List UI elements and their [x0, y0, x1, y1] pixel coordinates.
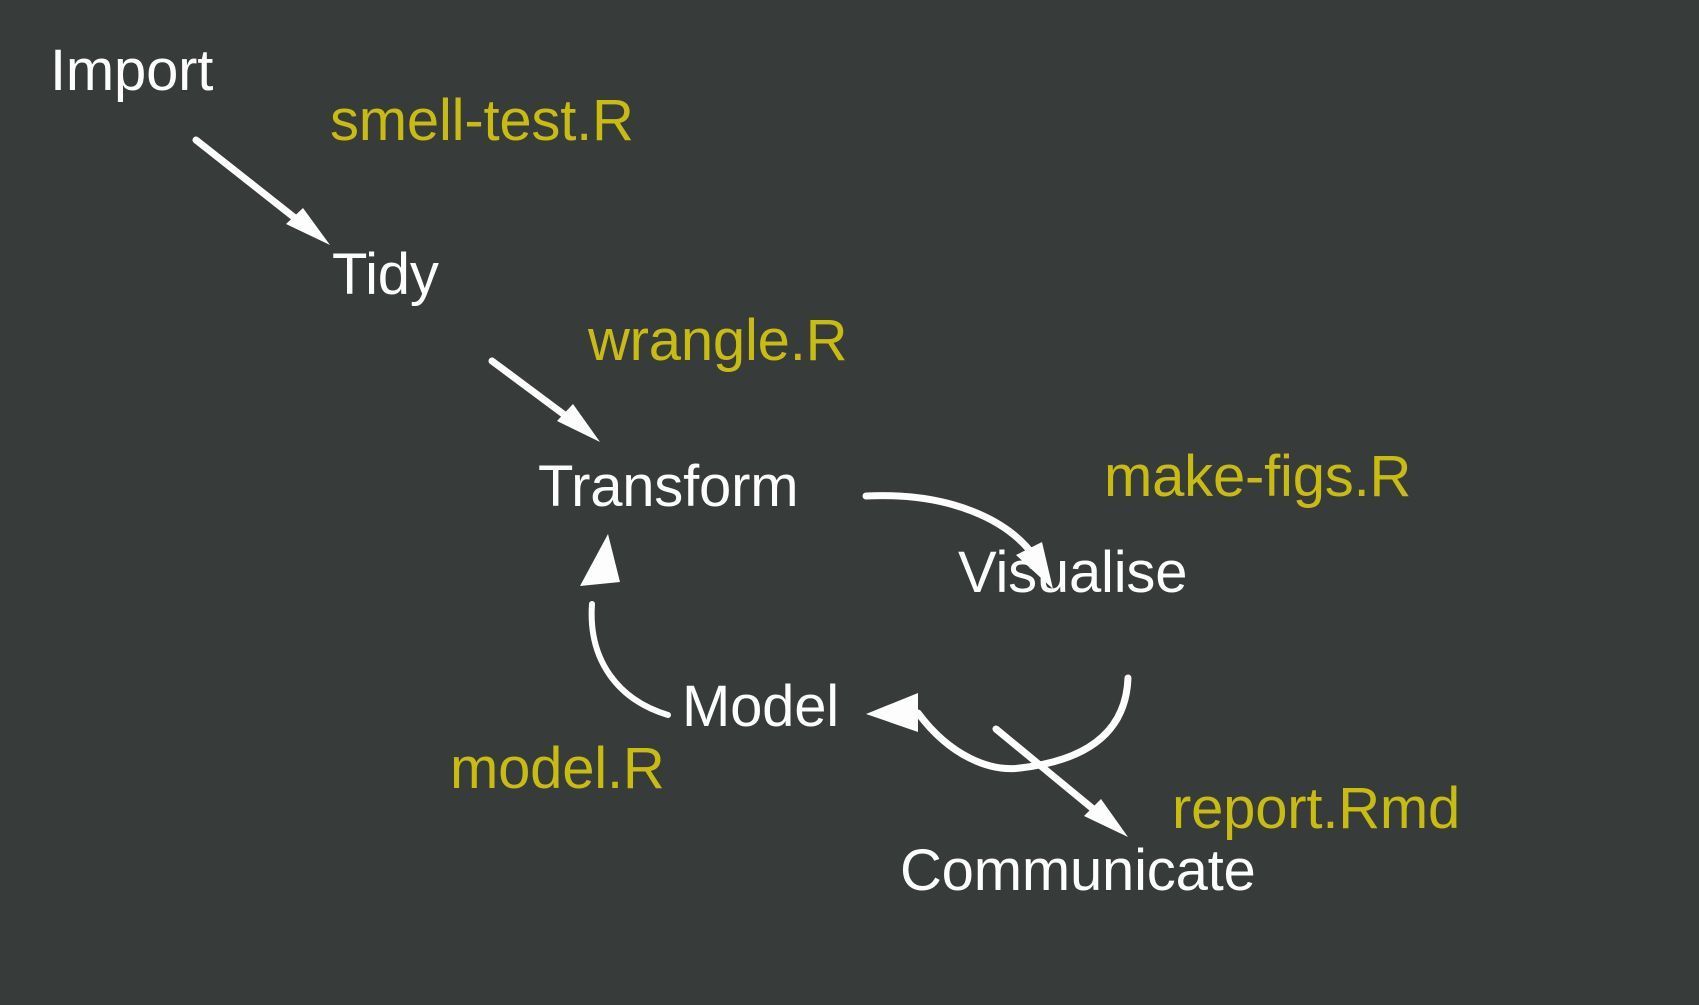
node-communicate[interactable]: Communicate: [900, 838, 1256, 903]
node-tidy[interactable]: Tidy: [332, 242, 439, 307]
edge-tidy-to-transform: [488, 357, 600, 442]
node-model[interactable]: Model: [682, 674, 839, 739]
node-visualise[interactable]: Visualise: [958, 540, 1188, 605]
node-transform[interactable]: Transform: [538, 454, 799, 519]
edge-visualise-to-model: [866, 674, 1132, 773]
edge-import-to-tidy: [192, 136, 330, 245]
edge-model-to-transform: [580, 534, 671, 718]
script-label-report[interactable]: report.Rmd: [1172, 776, 1461, 841]
script-label-wrangle[interactable]: wrangle.R: [588, 308, 848, 373]
edge-visualise-to-communicate: [992, 725, 1128, 837]
script-label-smell-test[interactable]: smell-test.R: [330, 88, 634, 153]
script-label-model[interactable]: model.R: [450, 736, 665, 801]
script-label-make-figs[interactable]: make-figs.R: [1104, 444, 1412, 509]
node-import[interactable]: Import: [50, 38, 214, 103]
